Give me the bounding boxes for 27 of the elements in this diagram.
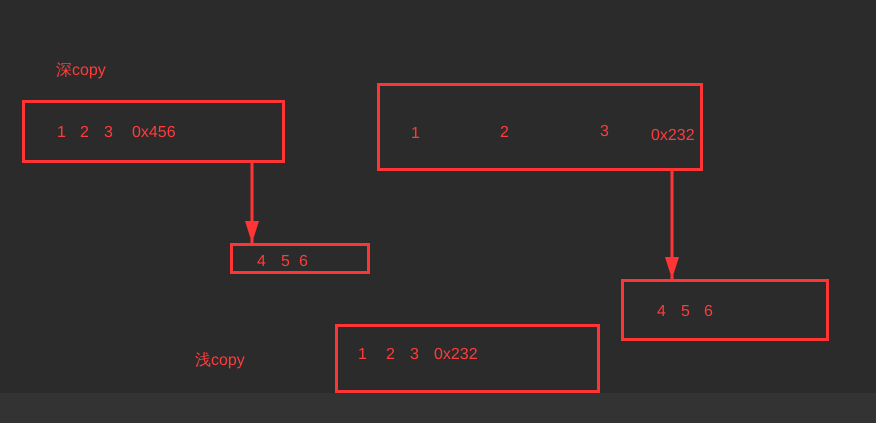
value-text: 0x232 xyxy=(651,127,695,145)
value-text: 2 xyxy=(386,346,395,364)
value-text: 1 xyxy=(411,125,420,143)
value-text: 4 xyxy=(657,303,666,321)
value-text: 3 xyxy=(600,123,609,141)
value-box xyxy=(377,83,703,171)
value-text: 1 xyxy=(57,124,66,142)
value-text: 5 xyxy=(681,303,690,321)
arrow xyxy=(245,163,259,243)
value-text: 0x456 xyxy=(132,124,176,142)
value-text: 2 xyxy=(80,124,89,142)
heading-label: 深copy xyxy=(56,61,106,81)
value-text: 5 xyxy=(281,253,290,271)
value-box xyxy=(22,100,285,163)
value-text: 6 xyxy=(299,253,308,271)
value-text: 4 xyxy=(257,253,266,271)
value-text: 0x232 xyxy=(434,346,478,364)
value-text: 3 xyxy=(410,346,419,364)
value-text: 6 xyxy=(704,303,713,321)
value-text: 2 xyxy=(500,124,509,142)
value-text: 3 xyxy=(104,124,113,142)
heading-label: 浅copy xyxy=(195,351,245,371)
arrow xyxy=(665,171,679,279)
value-box xyxy=(621,279,829,341)
value-box xyxy=(230,243,370,274)
value-box xyxy=(335,324,600,393)
value-text: 1 xyxy=(358,346,367,364)
